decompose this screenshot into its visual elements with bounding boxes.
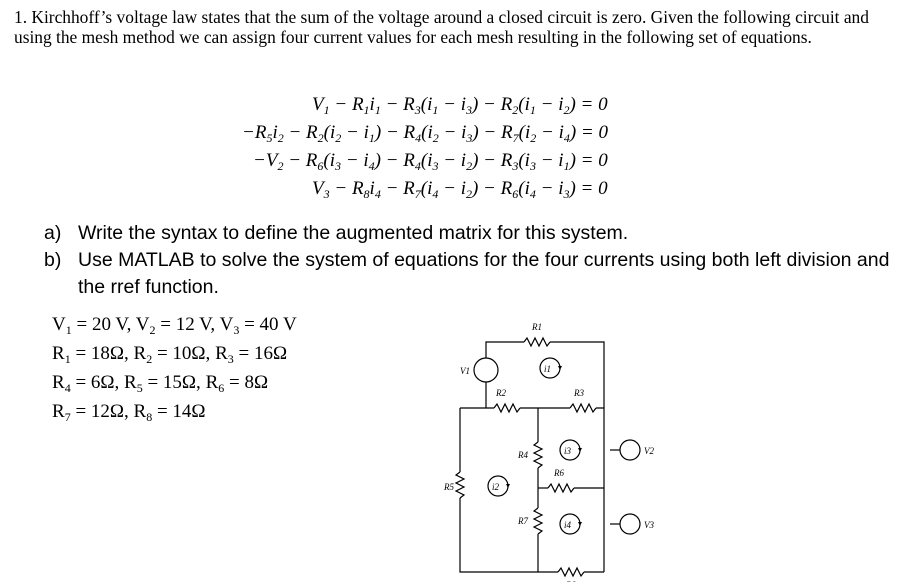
label-r5: R5 bbox=[443, 482, 454, 492]
question-a: a) Write the syntax to define the augment… bbox=[44, 220, 904, 247]
resistor-r2 bbox=[493, 402, 521, 414]
question-list: a) Write the syntax to define the augment… bbox=[44, 220, 904, 301]
label-i3: i3 bbox=[564, 446, 572, 456]
given-values-line-4: R7 = 12Ω, R8 = 14Ω bbox=[52, 401, 206, 424]
label-v3: V3 bbox=[644, 520, 654, 530]
resistor-r7 bbox=[532, 507, 544, 535]
question-label: a) bbox=[44, 222, 62, 244]
equation-2: −R5i2 − R2(i2 − i1) − R4(i2 − i3) − R7(i… bbox=[242, 122, 608, 145]
label-r1: R1 bbox=[531, 322, 542, 332]
label-r4: R4 bbox=[517, 450, 528, 460]
label-i2: i2 bbox=[492, 482, 500, 492]
label-r6: R6 bbox=[553, 468, 564, 478]
given-values-line-1: V1 = 20 V, V2 = 12 V, V3 = 40 V bbox=[52, 314, 297, 337]
problem-intro: 1. Kirchhoff’s voltage law states that t… bbox=[14, 7, 869, 47]
question-label: b) bbox=[44, 249, 62, 271]
resistor-r6 bbox=[547, 482, 575, 494]
label-r2: R2 bbox=[495, 388, 506, 398]
label-r8: R8 bbox=[565, 580, 576, 582]
resistor-r3 bbox=[569, 402, 597, 414]
source-v2 bbox=[619, 439, 641, 461]
circuit-diagram: R1 R2 R3 R4 R5 R6 R7 R8 V1 V2 V3 i1 i2 i… bbox=[443, 322, 654, 582]
resistor-r4 bbox=[532, 441, 544, 469]
source-v1 bbox=[473, 357, 499, 383]
equation-1: V1 − R1i1 − R3(i1 − i3) − R2(i1 − i2) = … bbox=[312, 94, 608, 117]
question-text: Write the syntax to define the augmented… bbox=[78, 222, 629, 244]
label-r3: R3 bbox=[573, 388, 584, 398]
source-v3 bbox=[619, 513, 641, 535]
question-text: Use MATLAB to solve the system of equati… bbox=[78, 249, 890, 298]
question-b: b) Use MATLAB to solve the system of equa… bbox=[44, 247, 904, 301]
given-values-line-2: R1 = 18Ω, R2 = 10Ω, R3 = 16Ω bbox=[52, 343, 288, 366]
given-values-line-3: R4 = 6Ω, R5 = 15Ω, R6 = 8Ω bbox=[52, 372, 269, 395]
label-r7: R7 bbox=[517, 516, 528, 526]
label-v2: V2 bbox=[644, 446, 654, 456]
equation-3: −V2 − R6(i3 − i4) − R4(i3 − i2) − R3(i3 … bbox=[253, 150, 608, 173]
label-v1: V1 bbox=[460, 366, 470, 376]
label-i4: i4 bbox=[564, 520, 572, 530]
resistor-r1 bbox=[523, 336, 551, 348]
resistor-r5 bbox=[454, 471, 466, 499]
equation-4: V3 − R8i4 − R7(i4 − i2) − R6(i4 − i3) = … bbox=[312, 178, 608, 201]
resistor-r8 bbox=[557, 566, 585, 578]
label-i1: i1 bbox=[544, 364, 551, 374]
